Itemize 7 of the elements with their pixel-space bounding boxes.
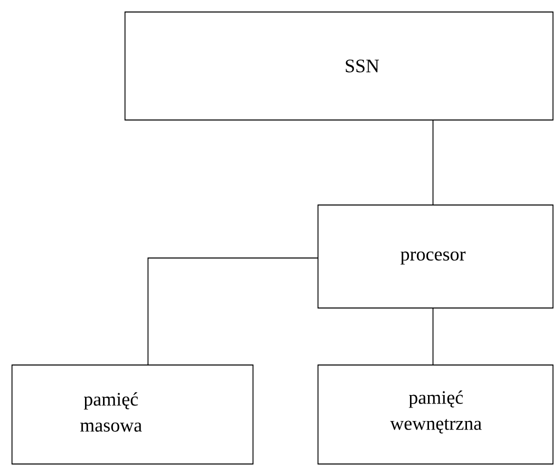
process-box: pamięć masowa bbox=[12, 364, 254, 464]
process-box: SSN bbox=[124, 12, 554, 120]
process-box: pamięć wewnętrzna bbox=[318, 364, 554, 464]
connector-line bbox=[432, 308, 434, 366]
connector-line bbox=[432, 120, 434, 206]
process-box: procesor bbox=[318, 204, 554, 308]
connector-line bbox=[148, 258, 318, 366]
